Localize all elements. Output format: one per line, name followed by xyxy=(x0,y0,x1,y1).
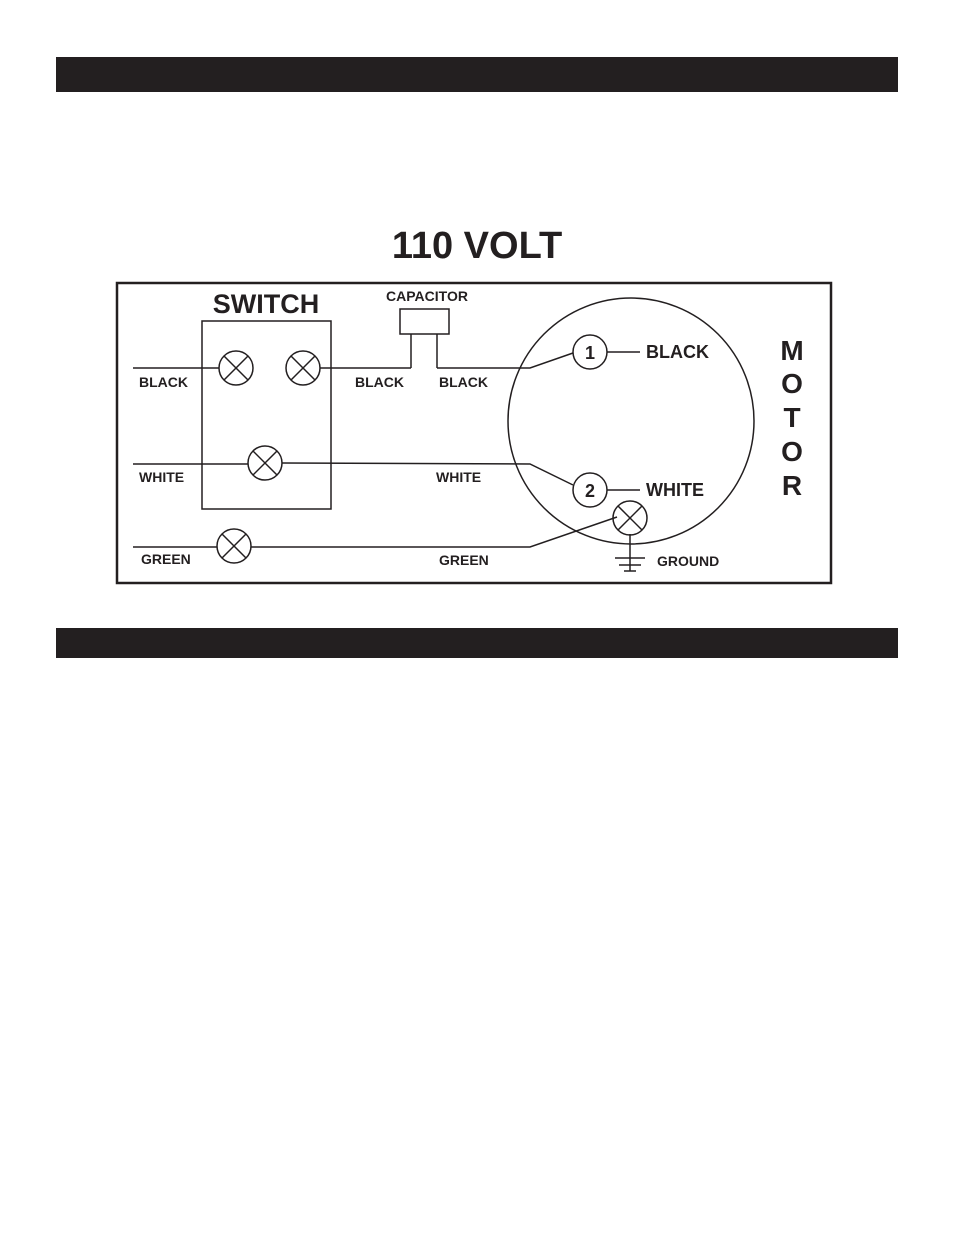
ground-symbol xyxy=(615,534,645,571)
wire-label-green-in: GREEN xyxy=(141,551,191,567)
connector-x-icon xyxy=(613,501,647,535)
motor-letter: R xyxy=(782,470,802,501)
terminal-number: 1 xyxy=(585,343,595,363)
motor-letter: O xyxy=(781,368,803,399)
motor-letter: M xyxy=(780,335,803,366)
terminal-2-label: WHITE xyxy=(646,480,704,500)
ground-label: GROUND xyxy=(657,553,719,569)
wire-label-green-mid: GREEN xyxy=(439,552,489,568)
green-to-ground-wire xyxy=(251,517,617,547)
connector-x-icon xyxy=(219,351,253,385)
motor-terminal-1: 1 xyxy=(573,335,607,369)
terminal-number: 2 xyxy=(585,481,595,501)
terminal-1-label: BLACK xyxy=(646,342,709,362)
motor-letter: O xyxy=(781,436,803,467)
motor-label: M O T O R xyxy=(780,335,803,501)
wire-label-white-in: WHITE xyxy=(139,469,184,485)
wire-label-black-cap-out: BLACK xyxy=(439,374,488,390)
switch-label: SWITCH xyxy=(213,289,319,319)
wire-label-white-mid: WHITE xyxy=(436,469,481,485)
motor-circle xyxy=(508,298,754,544)
motor-letter: T xyxy=(783,402,800,433)
header-bar-middle xyxy=(56,628,898,658)
connector-x-icon xyxy=(286,351,320,385)
connector-x-icon xyxy=(248,446,282,480)
switch-box xyxy=(202,321,331,509)
diagram-frame xyxy=(117,283,831,583)
black-capacitor-to-motor-wire xyxy=(437,353,573,368)
wire-label-black-switch-out: BLACK xyxy=(355,374,404,390)
wire-label-black-in: BLACK xyxy=(139,374,188,390)
white-switch-to-motor-wire xyxy=(282,463,573,485)
capacitor xyxy=(400,309,449,334)
capacitor-label: CAPACITOR xyxy=(386,288,468,304)
connector-x-icon xyxy=(217,529,251,563)
motor-terminal-2: 2 xyxy=(573,473,607,507)
